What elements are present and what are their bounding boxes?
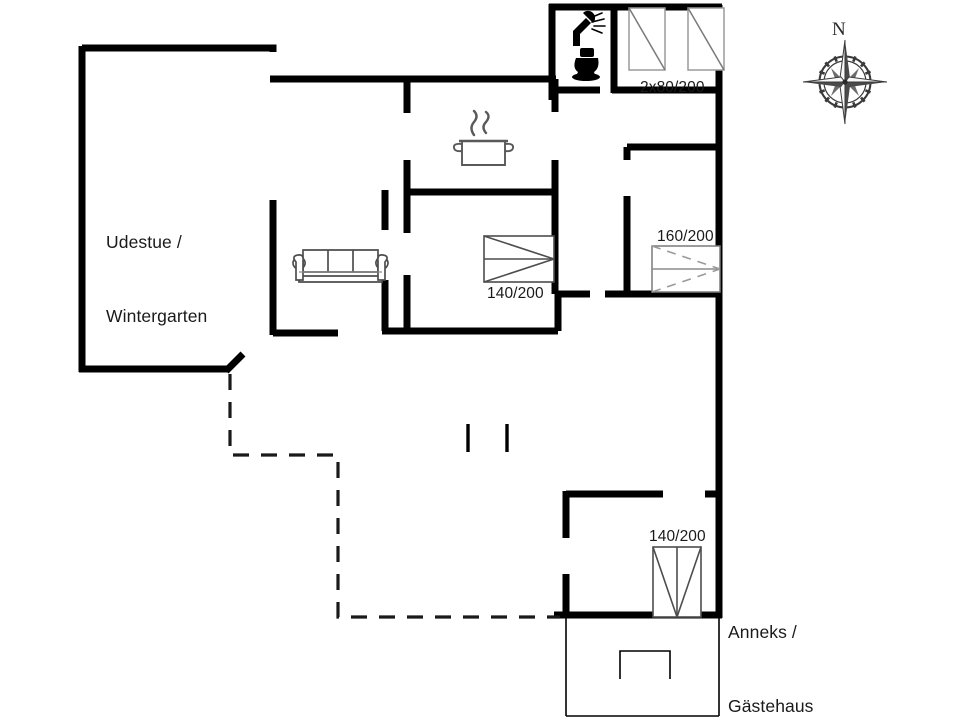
wall-wintergarten bbox=[82, 44, 277, 52]
furniture-group bbox=[292, 7, 725, 618]
posts-group bbox=[466, 424, 509, 452]
compass-north-label: N bbox=[832, 19, 846, 40]
toilet-icon bbox=[572, 48, 600, 81]
room-label-anneks-line1: Anneks / bbox=[728, 621, 797, 642]
terrace-outline bbox=[228, 374, 560, 619]
dimension-label-2x80-200: 2x80/200 bbox=[640, 79, 705, 96]
bed-double-140-anneks-icon bbox=[652, 546, 702, 618]
bed-single-a-icon bbox=[628, 7, 666, 71]
room-label-wintergarten-line2: Wintergarten bbox=[106, 306, 208, 327]
wall-wintergarten-diagonal bbox=[223, 351, 246, 374]
room-label-anneks: Anneks / Gästehaus bbox=[728, 570, 814, 720]
room-label-wintergarten-line1: Udestue / bbox=[106, 231, 182, 252]
dimension-label-160-200: 160/200 bbox=[657, 228, 714, 245]
cooking-pot-icon bbox=[452, 109, 515, 166]
room-label-wintergarten: Udestue / Wintergarten bbox=[106, 180, 207, 379]
dimension-label-140-200-main: 140/200 bbox=[487, 285, 544, 302]
room-label-anneks-line2: Gästehaus bbox=[728, 696, 814, 717]
bed-double-140-main-icon bbox=[483, 235, 555, 283]
thin-structure-group bbox=[565, 618, 720, 717]
dimension-label-140-200-anneks: 140/200 bbox=[649, 528, 706, 545]
sofa-icon bbox=[292, 249, 389, 283]
shower-head-icon bbox=[573, 10, 606, 46]
walls-group bbox=[78, 3, 723, 619]
compass-rose-icon bbox=[802, 39, 888, 125]
terrace-outline-group bbox=[228, 374, 560, 619]
anneks-terrace-step bbox=[619, 650, 671, 679]
bed-single-b-icon bbox=[687, 7, 725, 71]
bed-double-160-icon bbox=[651, 245, 721, 293]
